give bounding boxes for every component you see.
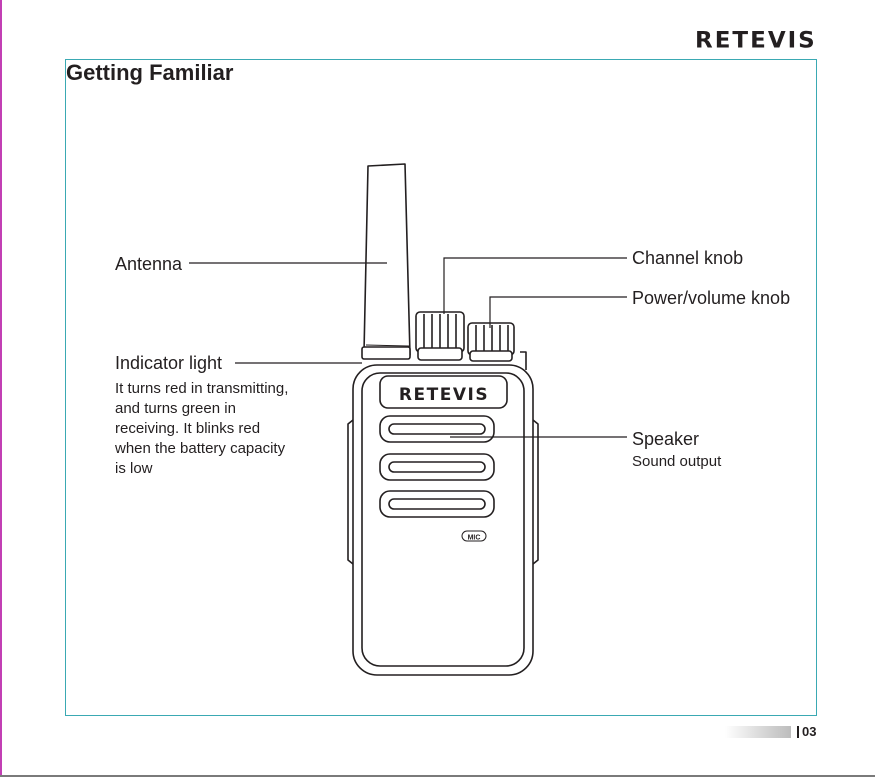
radio-logo: RETEVIS: [399, 385, 489, 405]
speaker-description: Sound output: [632, 452, 721, 472]
channel-knob-leader: [444, 258, 627, 314]
antenna-drawing: [364, 164, 410, 355]
radio-body-outer: [353, 365, 533, 675]
antenna-base: [362, 347, 410, 359]
channel-knob-drawing: [416, 312, 464, 360]
page-number-separator: [797, 726, 799, 738]
indicator-light-label: Indicator light: [115, 353, 222, 374]
antenna-label: Antenna: [115, 254, 182, 275]
channel-knob-label: Channel knob: [632, 248, 743, 269]
power-volume-knob-label: Power/volume knob: [632, 288, 790, 309]
speaker-label: Speaker: [632, 429, 699, 450]
power-volume-knob-drawing: [468, 323, 514, 361]
indicator-light-description: It turns red in transmitting, and turns …: [115, 379, 288, 479]
page-number-bar: [725, 726, 791, 738]
mic-label: MIC: [468, 535, 481, 542]
page-number: 03: [802, 724, 816, 739]
